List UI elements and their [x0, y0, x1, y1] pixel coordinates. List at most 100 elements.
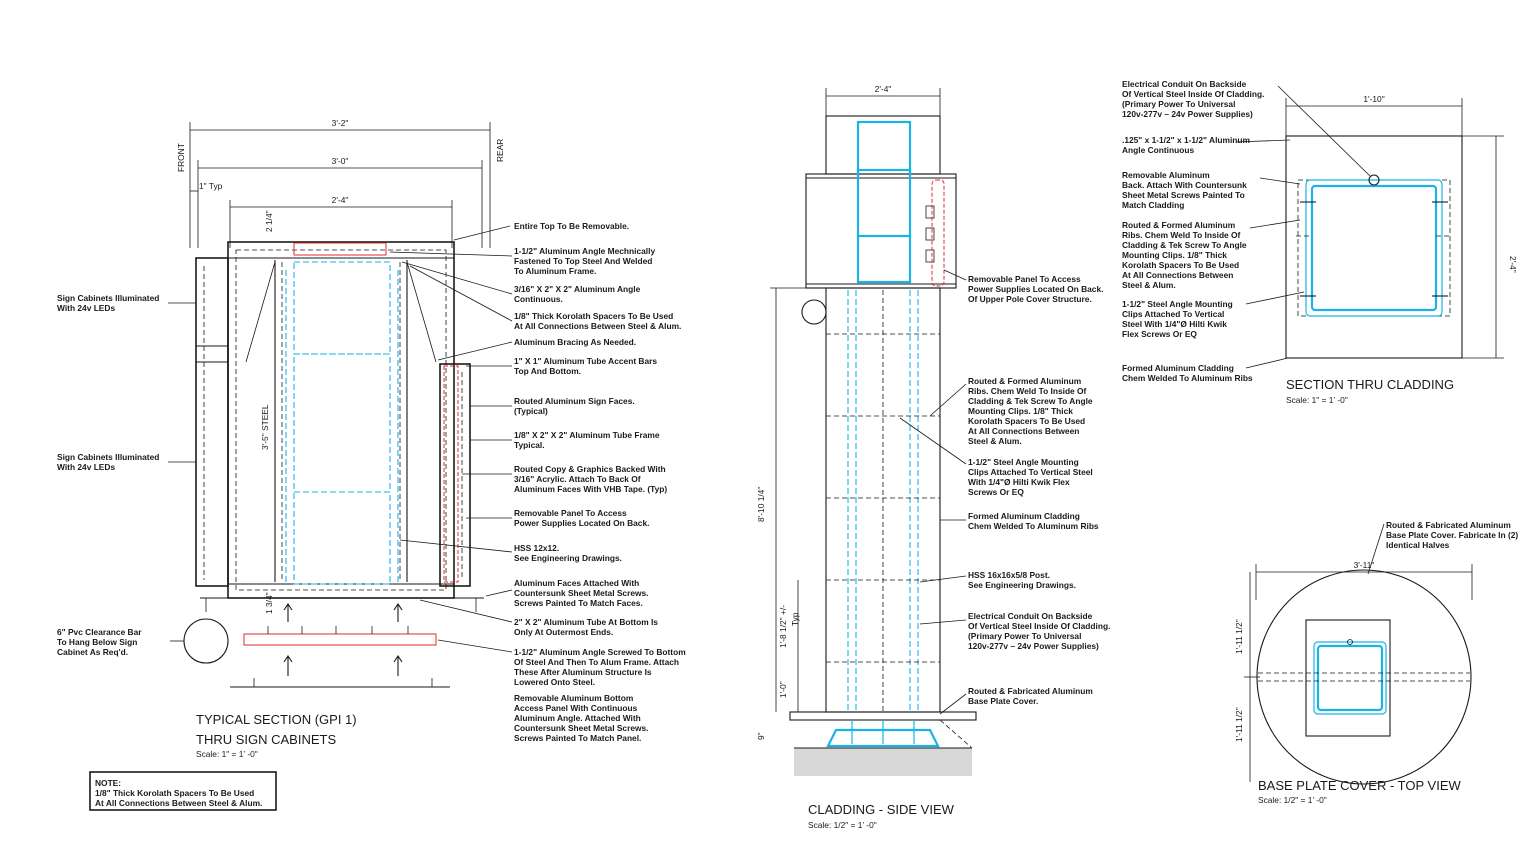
- note-right-1: Entire Top To Be Removable.: [514, 221, 629, 231]
- note-left-3-line1: 6" Pvc Clearance Bar: [57, 627, 142, 637]
- typical-section-scale: Scale: 1" = 1’ -0": [196, 749, 258, 759]
- cladding-note-5-l2: See Engineering Drawings.: [968, 580, 1076, 590]
- cladding-note-5-l1: HSS 16x16x5/8 Post.: [968, 570, 1050, 580]
- base-plate-title: BASE PLATE COVER - TOP VIEW: [1258, 778, 1461, 793]
- section-note-2-l1: .125" x 1-1/2" x 1-1/2" Aluminum: [1122, 135, 1250, 145]
- cladding-note-4-l1: Formed Aluminum Cladding: [968, 511, 1080, 521]
- dim-typ: 1" Typ: [199, 181, 223, 191]
- cladding-note-6-l2: Of Vertical Steel Inside Of Cladding.: [968, 621, 1110, 631]
- note-right-15-l4: Countersunk Sheet Metal Screws.: [514, 723, 649, 733]
- note-right-9-l1: Routed Copy & Graphics Backed With: [514, 464, 666, 474]
- base-note-l1: Routed & Fabricated Aluminum: [1386, 520, 1511, 530]
- cladding-note-2-l6: At All Connections Between: [968, 426, 1079, 436]
- section-note-3-l3: Sheet Metal Screws Painted To: [1122, 190, 1245, 200]
- cladding-side-scale: Scale: 1/2" = 1’ -0": [808, 820, 877, 830]
- note-right-8-l2: Typical.: [514, 440, 545, 450]
- section-note-1-l4: 120v-277v – 24v Power Supplies): [1122, 109, 1253, 119]
- cladding-note-6-l3: (Primary Power To Universal: [968, 631, 1081, 641]
- note-right-2-l2: Fastened To Top Steel And Welded: [514, 256, 652, 266]
- note-right-15-l5: Screws Painted To Match Panel.: [514, 733, 641, 743]
- section-note-4-l7: Steel & Alum.: [1122, 280, 1176, 290]
- dim-rib-typ: Typ: [790, 612, 800, 626]
- section-note-6-l2: Chem Welded To Aluminum Ribs: [1122, 373, 1253, 383]
- note-box-line2: At All Connections Between Steel & Alum.: [95, 798, 262, 808]
- cladding-note-1-l3: Of Upper Pole Cover Structure.: [968, 294, 1092, 304]
- dim-rib-spacing: 1'-8 1/2" +/-: [778, 605, 788, 648]
- typical-section-title-line2: THRU SIGN CABINETS: [196, 732, 336, 747]
- note-right-11-l2: See Engineering Drawings.: [514, 553, 622, 563]
- note-right-15-l2: Access Panel With Continuous: [514, 703, 638, 713]
- cladding-note-3-l3: With 1/4"Ø Hilti Kwik Flex: [968, 477, 1070, 487]
- note-right-10-l1: Removable Panel To Access: [514, 508, 627, 518]
- dim-inner-width: 3'-0": [332, 156, 349, 166]
- cladding-note-3-l1: 1-1/2" Steel Angle Mounting: [968, 457, 1079, 467]
- dim-section-width: 1'-10": [1363, 94, 1384, 104]
- note-right-2-l1: 1-1/2" Aluminum Angle Mechnically: [514, 246, 655, 256]
- section-cladding-title: SECTION THRU CLADDING: [1286, 377, 1454, 392]
- section-note-1-l1: Electrical Conduit On Backside: [1122, 79, 1247, 89]
- note-right-9-l3: Aluminum Faces With VHB Tape. (Typ): [514, 484, 667, 494]
- cladding-note-1-l1: Removable Panel To Access: [968, 274, 1081, 284]
- note-right-15-l3: Aluminum Angle. Attached With: [514, 713, 641, 723]
- note-right-4-l1: 1/8" Thick Korolath Spacers To Be Used: [514, 311, 673, 321]
- cladding-note-7-l1: Routed & Fabricated Aluminum: [968, 686, 1093, 696]
- dim-section-height: 2'-4": [1508, 256, 1518, 273]
- note-right-12-l2: Countersunk Sheet Metal Screws.: [514, 588, 649, 598]
- note-right-14-l1: 1-1/2" Aluminum Angle Screwed To Bottom: [514, 647, 686, 657]
- dim-steel-height: 3'-5" STEEL: [260, 404, 270, 450]
- section-note-6-l1: Formed Aluminum Cladding: [1122, 363, 1234, 373]
- cladding-note-3-l4: Screws Or EQ: [968, 487, 1024, 497]
- typical-section-title-line1: TYPICAL SECTION (GPI 1): [196, 712, 357, 727]
- section-cladding-notes: Electrical Conduit On Backside Of Vertic…: [1122, 79, 1264, 383]
- section-note-4-l4: Mounting Clips. 1/8" Thick: [1122, 250, 1227, 260]
- note-left-3-line2: To Hang Below Sign: [57, 637, 137, 647]
- note-right-14-l2: Of Steel And Then To Alum Frame. Attach: [514, 657, 679, 667]
- note-box: [89, 771, 277, 811]
- note-right-5: Aluminum Bracing As Needed.: [514, 337, 636, 347]
- note-right-6-l2: Top And Bottom.: [514, 366, 581, 376]
- dim-base-width: 3'-11": [1354, 560, 1375, 570]
- cladding-side-view: 2'-4": [756, 84, 1110, 830]
- dim-cladding-top: 2'-4": [875, 84, 892, 94]
- note-right-11-l1: HSS 12x12.: [514, 543, 559, 553]
- section-note-4-l1: Routed & Formed Aluminum: [1122, 220, 1235, 230]
- note-box-heading: NOTE:: [95, 778, 121, 788]
- section-note-3-l4: Match Cladding: [1122, 200, 1184, 210]
- cladding-note-2-l2: Ribs. Chem Weld To Inside Of: [968, 386, 1087, 396]
- section-note-1-l3: (Primary Power To Universal: [1122, 99, 1235, 109]
- note-left-3-line3: Cabinet As Req'd.: [57, 647, 128, 657]
- section-note-2-l2: Angle Continuous: [1122, 145, 1194, 155]
- note-right-9-l2: 3/16" Acrylic. Attach To Back Of: [514, 474, 641, 484]
- section-note-5-l2: Clips Attached To Vertical: [1122, 309, 1224, 319]
- note-right-12-l3: Screws Painted To Match Faces.: [514, 598, 643, 608]
- note-right-3-l2: Continuous.: [514, 294, 563, 304]
- section-note-3-l2: Back. Attach With Countersunk: [1122, 180, 1247, 190]
- section-note-1-l2: Of Vertical Steel Inside Of Cladding.: [1122, 89, 1264, 99]
- dim-bottom-gap: 1 3/4": [264, 592, 274, 614]
- section-cladding-scale: Scale: 1" = 1’ -0": [1286, 395, 1348, 405]
- note-right-2-l3: To Aluminum Frame.: [514, 266, 596, 276]
- section-note-5-l4: Flex Screws Or EQ: [1122, 329, 1197, 339]
- cladding-note-2-l5: Korolath Spacers To Be Used: [968, 416, 1085, 426]
- section-note-5-l1: 1-1/2" Steel Angle Mounting: [1122, 299, 1233, 309]
- dim-top-gap: 2 1/4": [264, 210, 274, 232]
- label-front: FRONT: [176, 143, 186, 172]
- cladding-note-3-l2: Clips Attached To Vertical Steel: [968, 467, 1093, 477]
- base-plate-scale: Scale: 1/2" = 1’ -0": [1258, 795, 1327, 805]
- cladding-note-2-l3: Cladding & Tek Screw To Angle: [968, 396, 1093, 406]
- note-right-4-l2: At All Connections Between Steel & Alum.: [514, 321, 681, 331]
- note-right-7-l2: (Typical): [514, 406, 548, 416]
- cladding-side-title: CLADDING - SIDE VIEW: [808, 802, 955, 817]
- dim-base-lower: 1'-11 1/2": [1234, 707, 1244, 742]
- section-note-4-l3: Cladding & Tek Screw To Angle: [1122, 240, 1247, 250]
- section-note-4-l2: Ribs. Chem Weld To Inside Of: [1122, 230, 1241, 240]
- note-left-2-line2: With 24v LEDs: [57, 462, 115, 472]
- section-note-4-l5: Korolath Spacers To Be Used: [1122, 260, 1239, 270]
- note-right-14-l3: These After Aluminum Structure Is: [514, 667, 652, 677]
- note-right-10-l2: Power Supplies Located On Back.: [514, 518, 649, 528]
- note-left-1-line1: Sign Cabinets Illuminated: [57, 293, 159, 303]
- dim-cladding-height: 8'-10 1/4": [756, 487, 766, 522]
- note-left-1-line2: With 24v LEDs: [57, 303, 115, 313]
- label-rear: REAR: [495, 139, 505, 162]
